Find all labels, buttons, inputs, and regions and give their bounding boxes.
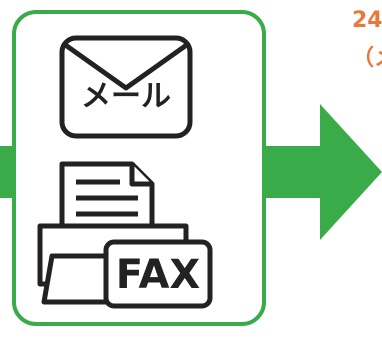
left-connector-bar	[0, 146, 14, 198]
side-text-line2: （メ	[352, 46, 382, 71]
fax-machine-icon	[37, 161, 213, 309]
envelope-icon: メール	[59, 35, 193, 139]
fax-label: FAX	[116, 252, 201, 298]
side-text-line1: 24	[352, 8, 382, 33]
right-arrow-icon	[264, 104, 382, 240]
mail-label: メール	[81, 79, 171, 114]
